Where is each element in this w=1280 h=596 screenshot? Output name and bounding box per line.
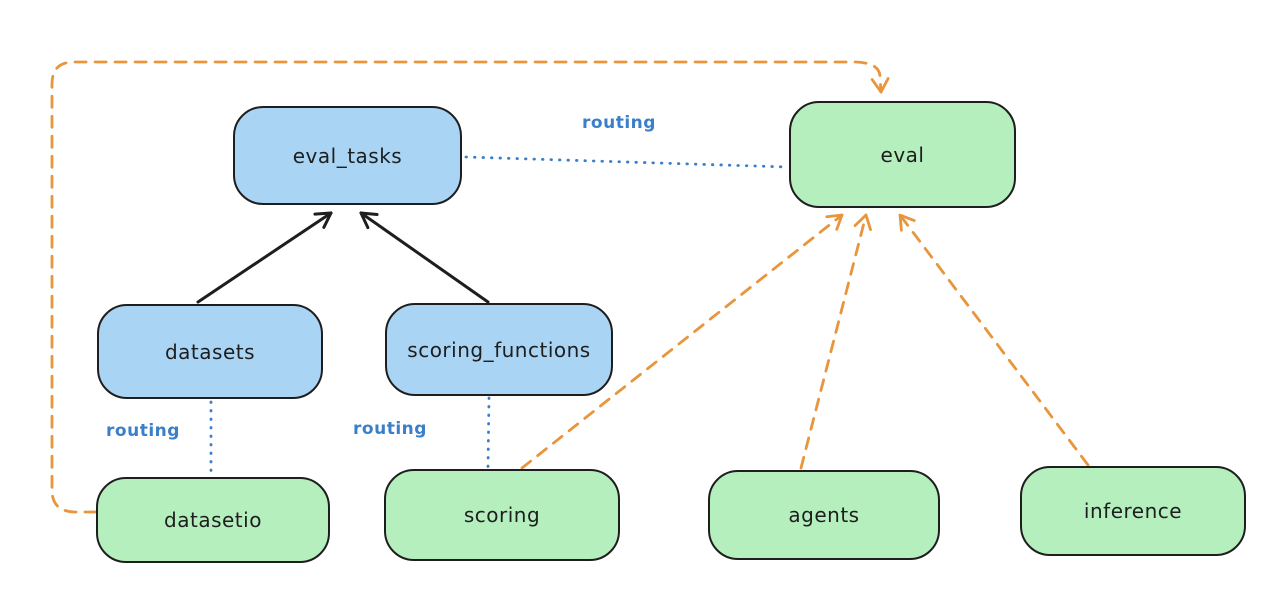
node-eval: eval bbox=[789, 101, 1016, 208]
node-agents: agents bbox=[708, 470, 940, 560]
node-scoring-label: scoring bbox=[463, 503, 541, 527]
edge-scoring-to-eval bbox=[520, 213, 844, 470]
node-datasets-label: datasets bbox=[164, 339, 256, 364]
node-eval-tasks: eval_tasks bbox=[233, 106, 462, 205]
edge-datasetio-to-eval bbox=[50, 60, 890, 514]
edge-datasets-to-eval-tasks bbox=[196, 211, 333, 304]
node-agents-label: agents bbox=[788, 503, 860, 527]
node-eval-tasks-label: eval_tasks bbox=[292, 143, 403, 168]
edge-scoring-functions-to-scoring-routing bbox=[486, 396, 491, 469]
node-eval-label: eval bbox=[880, 142, 925, 167]
edge-agents-to-eval bbox=[799, 213, 872, 470]
node-inference-label: inference bbox=[1083, 499, 1183, 523]
routing-label-datasets-datasetio: routing bbox=[106, 421, 180, 441]
node-scoring: scoring bbox=[384, 469, 620, 561]
edge-inference-to-eval bbox=[898, 213, 1090, 467]
edge-scoring-functions-to-eval-tasks bbox=[359, 211, 490, 304]
node-datasets: datasets bbox=[97, 304, 323, 399]
node-inference: inference bbox=[1020, 466, 1246, 556]
routing-label-scoring-functions-scoring: routing bbox=[353, 419, 427, 439]
node-datasetio-label: datasetio bbox=[164, 508, 262, 532]
node-datasetio: datasetio bbox=[96, 477, 330, 563]
node-scoring-functions: scoring_functions bbox=[385, 303, 613, 396]
edge-eval-tasks-to-eval-routing bbox=[464, 155, 789, 169]
routing-label-eval-tasks-eval: routing bbox=[582, 113, 656, 133]
node-scoring-functions-label: scoring_functions bbox=[407, 337, 591, 362]
